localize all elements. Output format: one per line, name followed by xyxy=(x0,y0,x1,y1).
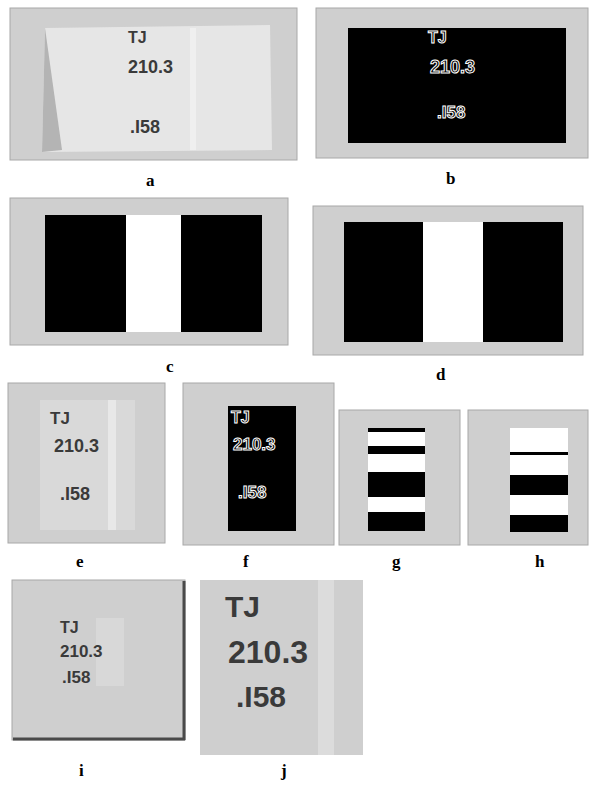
label-fold xyxy=(42,28,62,152)
panel-letter: c xyxy=(166,358,174,375)
photo-text: 210.3 xyxy=(228,636,308,668)
mask-band xyxy=(368,454,425,472)
photo-text: .I58 xyxy=(62,669,90,686)
label-crease xyxy=(318,580,334,755)
photo-text: TJ xyxy=(50,410,70,427)
panel-letter: g xyxy=(392,553,401,570)
mask-image xyxy=(344,222,563,342)
label-crease xyxy=(108,400,116,530)
edge-image xyxy=(228,406,296,531)
edge-text: .I58 xyxy=(437,104,465,121)
photo-text: .I58 xyxy=(130,118,160,136)
photo-text: .I58 xyxy=(60,485,90,503)
edge-text: TJ xyxy=(428,30,447,46)
panel-frame xyxy=(313,206,583,355)
mask-image xyxy=(368,428,425,531)
edge-text: .I58 xyxy=(238,484,266,501)
panel-letter: j xyxy=(281,762,287,779)
photo-text: TJ xyxy=(225,592,260,622)
label-crease xyxy=(190,28,196,150)
panel-frame xyxy=(339,410,460,545)
label-photo xyxy=(42,25,272,152)
label-photo xyxy=(40,400,135,530)
panel-letter: i xyxy=(79,762,84,779)
panel-letter: e xyxy=(76,553,84,570)
mask-band xyxy=(510,495,568,515)
mask-band xyxy=(423,222,483,342)
panel-shadow xyxy=(183,581,186,740)
panel-frame xyxy=(468,410,588,545)
photo-text: TJ xyxy=(128,30,147,46)
panel-letter: b xyxy=(446,170,455,187)
panel-shadow xyxy=(13,738,185,741)
mask-band xyxy=(368,497,425,512)
mask-band xyxy=(510,428,568,452)
panel-frame xyxy=(10,198,288,345)
photo-text: 210.3 xyxy=(60,643,103,660)
panel-letter: f xyxy=(243,553,249,570)
mask-image xyxy=(45,215,262,332)
mask-band xyxy=(368,432,425,446)
panel-frame xyxy=(316,8,588,158)
panel-letter: d xyxy=(436,366,445,383)
photo-text: TJ xyxy=(60,620,79,636)
panel-frame xyxy=(183,383,334,545)
edge-image xyxy=(348,28,566,143)
panel-letter: a xyxy=(146,172,155,189)
mask-band xyxy=(510,455,568,475)
photo-text: 210.3 xyxy=(54,437,99,455)
panel-frame xyxy=(8,383,165,543)
mask-image xyxy=(510,428,568,532)
panel-frame xyxy=(200,580,363,755)
edge-text: 210.3 xyxy=(233,436,276,453)
panel-frame xyxy=(12,580,185,740)
mask-band xyxy=(126,215,181,332)
edge-text: 210.3 xyxy=(430,58,475,76)
panel-letter: h xyxy=(535,553,544,570)
photo-text: 210.3 xyxy=(128,58,173,76)
panel-frame xyxy=(10,8,297,160)
photo-text: .I58 xyxy=(236,682,286,712)
edge-text: TJ xyxy=(231,410,250,426)
